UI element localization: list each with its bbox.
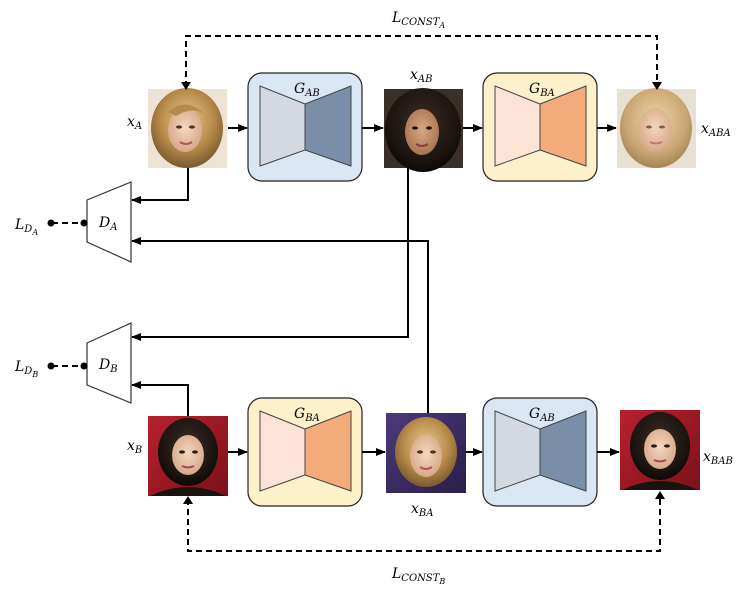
label-x-ab: xAB bbox=[410, 67, 432, 85]
loss-d-b-connector bbox=[47, 362, 88, 370]
generator-g-ab-bottom: GAB bbox=[482, 397, 598, 507]
cycle-loss-b-path bbox=[187, 494, 661, 552]
image-x-ab bbox=[384, 88, 463, 172]
label-x-aba: xABA bbox=[701, 121, 731, 139]
image-x-a bbox=[148, 88, 227, 168]
label-x-bab: xBAB bbox=[703, 449, 733, 467]
label-l-const-a: LCONSTA bbox=[391, 10, 445, 30]
label-x-ba: xBA bbox=[411, 501, 433, 519]
cycle-loss-a-arrow-left bbox=[181, 82, 191, 90]
arrow-xba-to-da bbox=[131, 237, 429, 413]
label-x-a: xA bbox=[127, 114, 142, 132]
image-x-aba bbox=[617, 88, 696, 168]
image-x-b bbox=[148, 416, 228, 496]
d-a-label: DA bbox=[98, 215, 117, 233]
g-ba-top-label: GBA bbox=[529, 81, 555, 99]
image-x-bab bbox=[620, 410, 700, 490]
image-x-ba bbox=[386, 413, 466, 493]
d-b-label: DB bbox=[98, 357, 118, 375]
cycle-loss-a-arrow-right bbox=[652, 82, 662, 90]
cycle-loss-a-path bbox=[185, 35, 658, 87]
generator-g-ba-top: GBA bbox=[482, 72, 598, 182]
label-l-d-a: LDA bbox=[14, 217, 38, 237]
label-l-const-b: LCONSTB bbox=[391, 566, 445, 586]
g-ab-bottom-label: GAB bbox=[529, 406, 555, 424]
cycle-loss-b-arrow-left bbox=[183, 496, 193, 504]
generator-g-ba-bottom: GBA bbox=[247, 397, 363, 507]
discriminator-d-a: DA bbox=[86, 181, 132, 263]
generator-g-ab-top: GAB bbox=[247, 72, 363, 182]
loss-d-a-connector bbox=[47, 219, 88, 227]
label-l-d-b: LDB bbox=[14, 359, 38, 379]
g-ab-top-label: GAB bbox=[294, 81, 320, 99]
arrow-xab-to-db bbox=[131, 168, 409, 341]
cycle-loss-b-arrow-right bbox=[655, 491, 665, 499]
arrow-xa-to-da bbox=[131, 168, 189, 204]
arrow-xb-to-db bbox=[131, 381, 189, 416]
label-x-b: xB bbox=[127, 438, 142, 456]
discriminator-d-b: DB bbox=[86, 322, 132, 404]
g-ba-bottom-label: GBA bbox=[294, 406, 320, 424]
